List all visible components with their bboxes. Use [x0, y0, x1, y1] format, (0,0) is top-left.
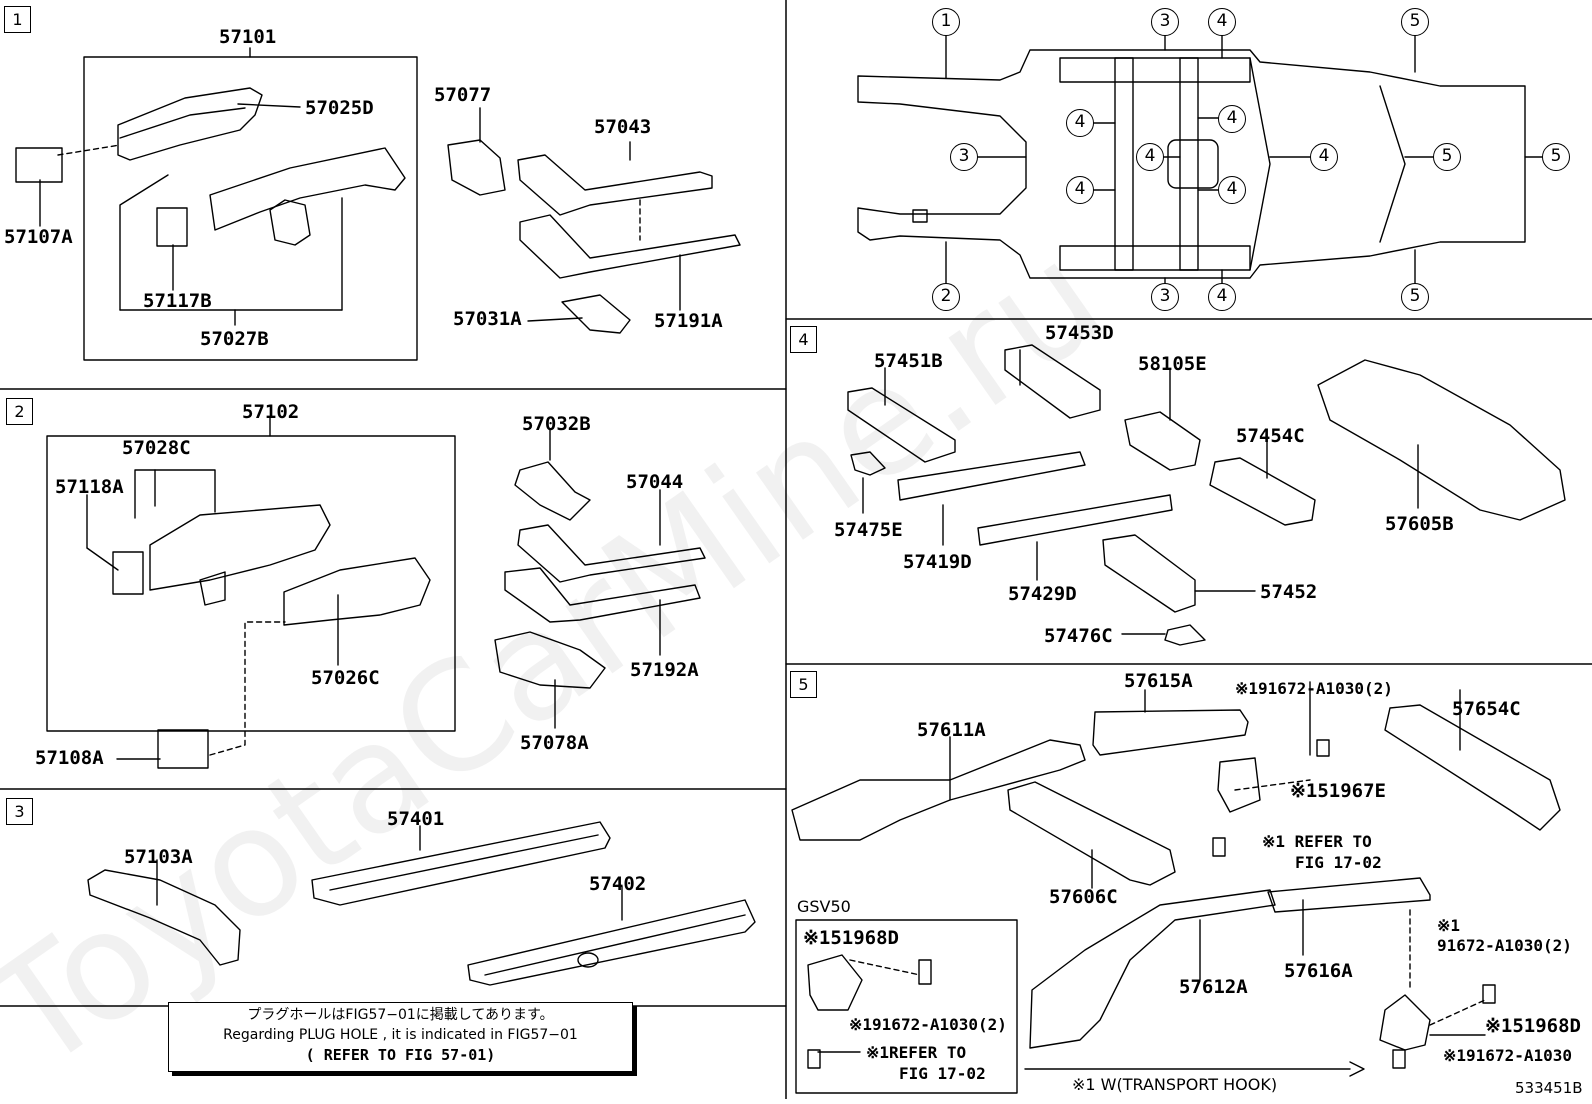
part-label: 57476C — [1044, 625, 1113, 647]
transport-hook-label: ※1 W(TRANSPORT HOOK) — [1072, 1075, 1278, 1094]
part-label: 57654C — [1452, 698, 1521, 720]
overview-callout: 1 — [932, 8, 960, 36]
part-label: ※191672-A1030 — [1443, 1046, 1572, 1065]
part-label: 57028C — [122, 437, 191, 459]
part-label: 57117B — [143, 290, 212, 312]
overview-callout: 2 — [932, 283, 960, 311]
note-line-reference: ( REFER TO FIG 57-01) — [305, 1046, 496, 1064]
overview-callout: 4 — [1066, 176, 1094, 204]
part-label: 57118A — [55, 476, 124, 498]
overview-callout: 4 — [1218, 105, 1246, 133]
part-label: 57401 — [387, 808, 445, 830]
part-label: 57107A — [4, 226, 73, 248]
overview-callout: 4 — [1066, 109, 1094, 137]
section-5-marker: 5 — [790, 671, 817, 698]
part-label: 57453D — [1045, 322, 1114, 344]
overview-callout: 3 — [950, 143, 978, 171]
part-label: 57025D — [305, 97, 374, 119]
model-label: GSV50 — [797, 897, 851, 916]
part-label: 57452 — [1260, 581, 1318, 603]
part-label: 57078A — [520, 732, 589, 754]
note-line-english: Regarding PLUG HOLE , it is indicated in… — [223, 1027, 578, 1043]
part-label: 57419D — [903, 551, 972, 573]
overview-callout: 4 — [1218, 176, 1246, 204]
part-label: 57451B — [874, 350, 943, 372]
part-label: ※151968D — [803, 927, 899, 949]
overview-callout: 4 — [1310, 143, 1338, 171]
part-label: ※191672-A1030(2) — [849, 1015, 1007, 1034]
part-label: 57616A — [1284, 960, 1353, 982]
figure-number: 533451B — [1515, 1079, 1583, 1097]
part-label: 91672-A1030(2) — [1437, 936, 1572, 955]
overview-callout: 4 — [1136, 143, 1164, 171]
overview-callout: 5 — [1401, 8, 1429, 36]
part-label: FIG 17-02 — [1295, 853, 1382, 872]
part-label: 57103A — [124, 846, 193, 868]
part-label: 57612A — [1179, 976, 1248, 998]
part-label: 57605B — [1385, 513, 1454, 535]
part-label: 57429D — [1008, 583, 1077, 605]
part-label: 57026C — [311, 667, 380, 689]
part-label: 57031A — [453, 308, 522, 330]
section-3-marker: 3 — [6, 798, 33, 825]
part-label: ※151967E — [1290, 780, 1386, 802]
overview-callout: 4 — [1208, 8, 1236, 36]
part-label: 57032B — [522, 413, 591, 435]
part-label: 57475E — [834, 519, 903, 541]
plug-hole-note: プラグホールはFIG57−01に掲載してあります。 Regarding PLUG… — [168, 1002, 633, 1072]
part-label: 57101 — [219, 26, 277, 48]
part-label: 57402 — [589, 873, 647, 895]
part-label: 57454C — [1236, 425, 1305, 447]
part-label: 57102 — [242, 401, 300, 423]
part-label: 57027B — [200, 328, 269, 350]
part-label: 58105E — [1138, 353, 1207, 375]
part-label: ※1REFER TO — [866, 1043, 967, 1062]
section-4-marker: 4 — [790, 326, 817, 353]
part-label: ※191672-A1030(2) — [1235, 679, 1393, 698]
overview-callout: 4 — [1208, 283, 1236, 311]
section-2-marker: 2 — [6, 398, 33, 425]
part-label: 57615A — [1124, 670, 1193, 692]
part-label: FIG 17-02 — [899, 1064, 986, 1083]
section-1-marker: 1 — [4, 6, 31, 33]
overview-callout: 5 — [1401, 283, 1429, 311]
part-label: ※151968D — [1485, 1015, 1581, 1037]
overview-callout: 3 — [1151, 283, 1179, 311]
part-label: ※1 REFER TO — [1262, 832, 1372, 851]
part-label: 57108A — [35, 747, 104, 769]
overview-callout: 3 — [1151, 8, 1179, 36]
part-label: ※1 — [1437, 916, 1461, 935]
part-label: 57606C — [1049, 886, 1118, 908]
part-label: 57611A — [917, 719, 986, 741]
overview-callout: 5 — [1433, 143, 1461, 171]
overview-callout: 5 — [1542, 143, 1570, 171]
part-label: 57191A — [654, 310, 723, 332]
note-line-japanese: プラグホールはFIG57−01に掲載してあります。 — [247, 1007, 554, 1023]
part-label: 57044 — [626, 471, 684, 493]
part-label: 57077 — [434, 84, 492, 106]
part-label: 57192A — [630, 659, 699, 681]
part-label: 57043 — [594, 116, 652, 138]
